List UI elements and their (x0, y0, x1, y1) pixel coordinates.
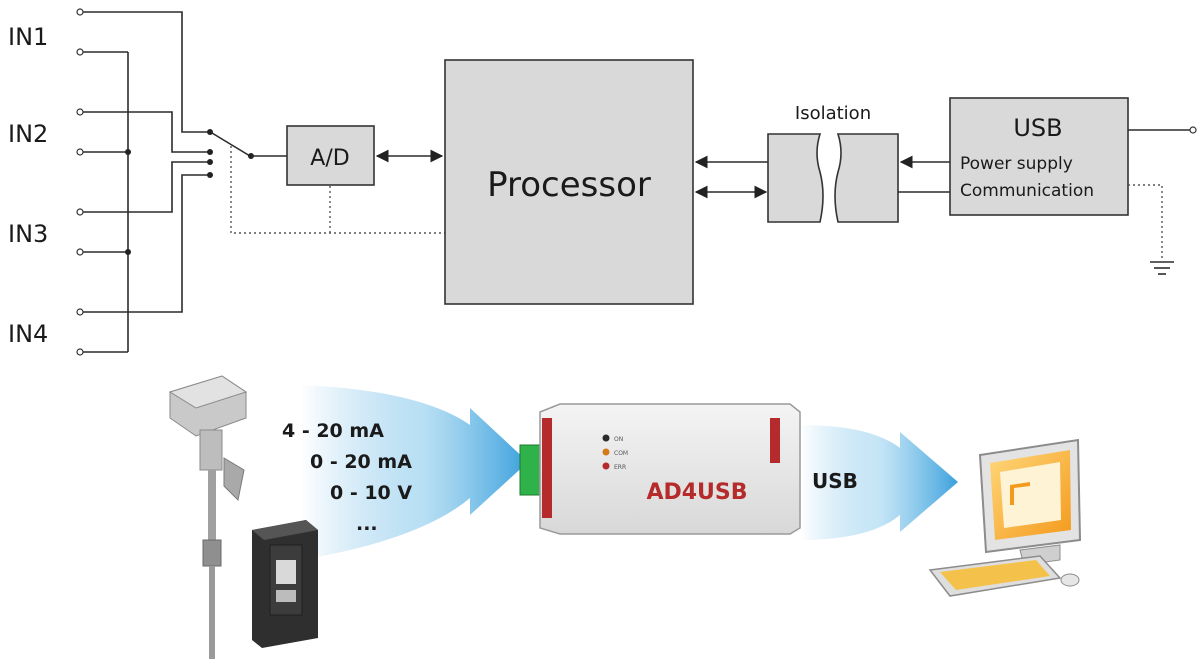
signal-label-0-10v: 0 - 10 V (330, 482, 412, 504)
din-transmitter-icon (252, 520, 318, 648)
usb-flow-arrow (800, 425, 958, 540)
thermocouple-probe-icon (168, 375, 248, 659)
processor-label: Processor (487, 165, 651, 205)
isolation-block (767, 133, 899, 223)
input-wiring (76, 8, 287, 356)
ad-converter-block (286, 125, 375, 186)
usb-block-line2: Communication (960, 181, 1094, 201)
input-label-in4: IN4 (8, 320, 48, 348)
led-label-err: ERR (614, 464, 626, 471)
signal-label-4-20ma: 4 - 20 mA (282, 420, 384, 442)
usb-block (949, 97, 1129, 216)
usb-block-line1: Power supply (960, 154, 1073, 174)
led-label-on: ON (614, 436, 623, 443)
ground-symbol (1128, 184, 1174, 275)
control-lines (230, 146, 445, 234)
signal-label-more: ... (356, 513, 378, 535)
isolation-label: Isolation (795, 103, 871, 124)
computer-icon (928, 438, 1082, 597)
device-name-logo: AD4USB (646, 480, 747, 505)
ad4usb-device: ON COM ERR AD4USB (519, 403, 801, 535)
usb-output (1128, 126, 1197, 134)
signal-label-0-20ma: 0 - 20 mA (310, 451, 412, 473)
led-label-com: COM (614, 450, 628, 457)
usb-block-title: USB (1013, 114, 1062, 142)
signal-flow-arrow (300, 385, 528, 560)
input-label-in2: IN2 (8, 120, 48, 148)
ad-converter-label: A/D (310, 146, 349, 171)
input-label-in1: IN1 (8, 23, 48, 51)
usb-link-label: USB (812, 469, 858, 493)
processor-block (444, 59, 694, 305)
input-label-in3: IN3 (8, 220, 48, 248)
